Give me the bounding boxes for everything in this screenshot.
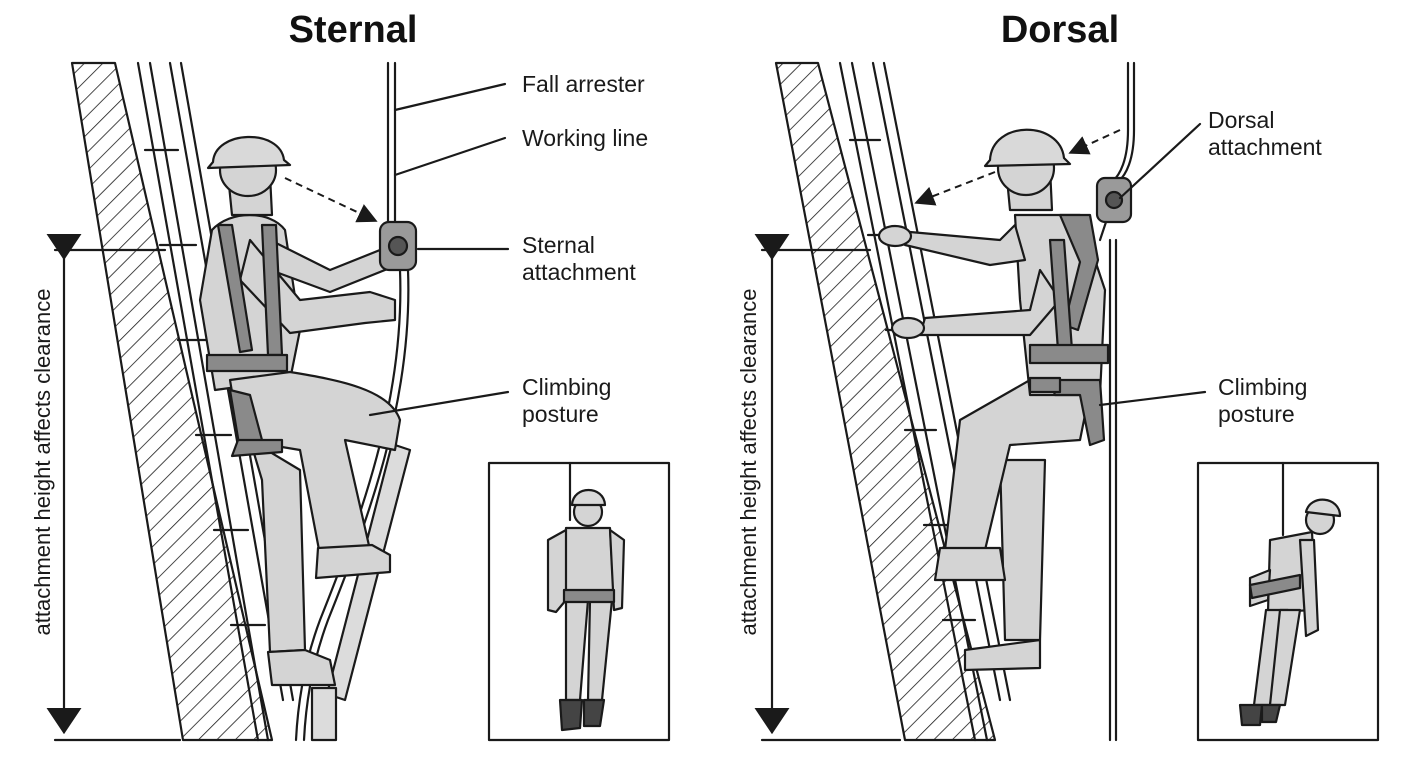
label-sternal-posture-1: Climbing (522, 374, 611, 400)
label-dorsal-posture-2: posture (1218, 401, 1295, 427)
sternal-dimension-label: attachment height affects clearance (30, 289, 55, 636)
label-working-line: Working line (522, 125, 648, 151)
dorsal-ladder (838, 61, 1012, 742)
dorsal-working-line (1110, 61, 1130, 184)
sternal-working-line (386, 61, 397, 232)
sternal-fall-arrester-device (378, 220, 418, 272)
sternal-title: Sternal (289, 9, 418, 51)
dorsal-title: Dorsal (1001, 9, 1119, 51)
label-fall-arrester: Fall arrester (522, 71, 645, 97)
dorsal-climber (877, 128, 1110, 672)
dorsal-dimension-label: attachment height affects clearance (736, 289, 761, 636)
sternal-sight-arrow (284, 177, 378, 223)
sternal-panel: Sternal (30, 9, 671, 742)
label-sternal-attachment-2: attachment (522, 259, 636, 285)
dorsal-wall (774, 61, 997, 742)
dorsal-fall-arrester-device (1095, 176, 1133, 242)
sternal-climber (198, 135, 402, 687)
label-dorsal-attachment-1: Dorsal (1208, 107, 1274, 133)
label-sternal-posture-2: posture (522, 401, 599, 427)
dorsal-inset (1196, 461, 1380, 742)
sternal-wall (70, 61, 274, 742)
label-sternal-attachment-1: Sternal (522, 232, 595, 258)
dorsal-panel: Dorsal (736, 9, 1380, 742)
sternal-inset (487, 461, 671, 742)
label-dorsal-posture-1: Climbing (1218, 374, 1307, 400)
dorsal-approach-arrow (1068, 129, 1121, 155)
sternal-dimension: attachment height affects clearance (30, 233, 182, 742)
label-dorsal-attachment-2: attachment (1208, 134, 1322, 160)
dorsal-sight-arrow (914, 171, 996, 206)
dorsal-dimension: attachment height affects clearance (736, 233, 902, 742)
